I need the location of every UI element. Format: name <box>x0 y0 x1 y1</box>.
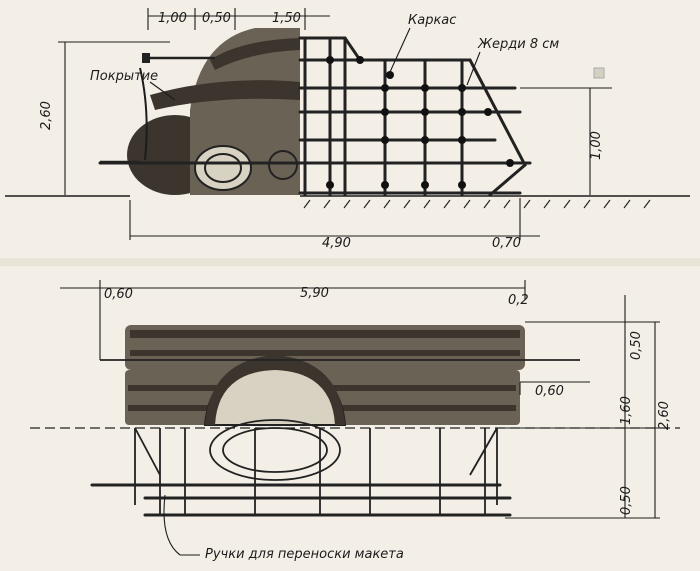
dim-0-50: 0,50 <box>202 11 231 26</box>
label-ruchki: Ручки для переноски макета <box>205 547 404 562</box>
dim-0-50-top: 0,50 <box>629 331 644 360</box>
straw-body <box>125 325 525 426</box>
dim-0-2: 0,2 <box>508 293 529 308</box>
label-pokrytie: Покрытие <box>90 69 158 84</box>
front-frame <box>90 359 580 517</box>
front-elevation: 0,60 5,90 0,2 0,50 1 <box>30 280 680 562</box>
dim-0-60-left: 0,60 <box>104 287 133 302</box>
frame-nodes <box>326 56 514 189</box>
top-dimension: 1,00 0,50 1,50 <box>147 8 330 30</box>
ground-hatching <box>303 199 651 209</box>
dim-height-1-00: 1,00 <box>589 131 604 160</box>
dim-0-60-side: 0,60 <box>535 384 564 399</box>
dim-0-50-bottom: 0,50 <box>619 486 634 515</box>
frame-skeleton <box>98 36 532 197</box>
dim-5-90: 5,90 <box>300 286 329 301</box>
side-elevation: 1,00 0,50 1,50 Каркас Жерди 8 см Покрыти… <box>5 8 690 251</box>
dim-1-00: 1,00 <box>158 11 187 26</box>
dim-0-70: 0,70 <box>492 236 521 251</box>
straw-covering <box>127 28 300 195</box>
dim-1-60: 1,60 <box>619 396 634 425</box>
label-zherdi: Жерди 8 см <box>477 37 559 52</box>
dim-4-90: 4,90 <box>322 236 351 251</box>
label-karkas: Каркас <box>408 13 456 28</box>
dim-2-60: 2,60 <box>657 401 672 430</box>
dim-1-50: 1,50 <box>272 11 301 26</box>
dim-height-2-60: 2,60 <box>39 101 54 130</box>
